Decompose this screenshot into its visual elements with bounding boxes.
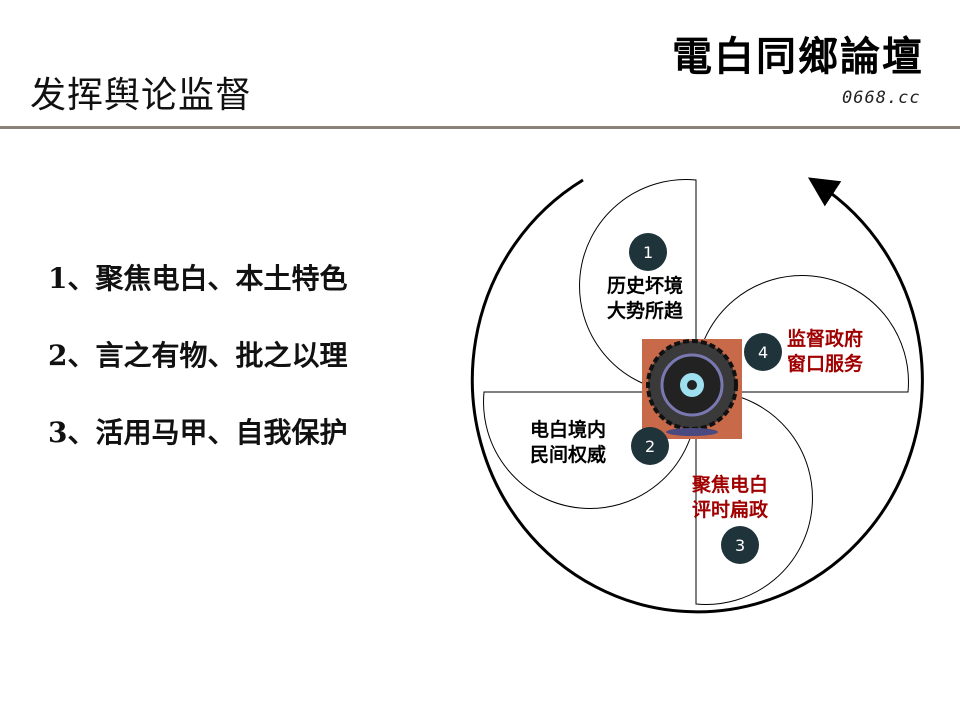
blade-2-label: 电白境内 民间权威 [530,418,606,468]
logo-url: 0668.cc [842,88,921,108]
point-1: 1、聚焦电白、本土特色 [48,262,348,295]
badge-2-number: 2 [645,437,656,456]
header-divider [0,126,960,129]
slide-title: 发挥舆论监督 [30,75,253,116]
blade-4-line-1: 监督政府 [787,328,864,350]
center-wheel-image [642,339,742,439]
point-3: 3、活用马甲、自我保护 [48,416,348,449]
blade-3-line-1: 聚焦电白 [692,474,769,496]
point-2: 2、言之有物、批之以理 [48,339,348,372]
badge-1 [629,233,667,271]
logo-text: 電白同鄉論壇 [672,33,924,80]
blade-2-line-2: 民间权威 [530,444,607,466]
badge-1-number: 1 [643,243,654,262]
blade-2-line-1: 电白境内 [530,419,607,441]
blade-3-line-2: 评时扁政 [692,499,769,521]
cycle-arrow [470,177,924,614]
blade-4-label: 监督政府 窗口服务 [787,327,863,377]
badge-3 [721,526,759,564]
blade-4-line-2: 窗口服务 [787,353,864,375]
blade-1-line-1: 历史坏境 [607,275,684,297]
badge-2 [631,427,669,465]
badge-4-number: 4 [758,343,769,362]
blade-3-label: 聚焦电白 评时扁政 [692,473,768,523]
blade-1-line-2: 大势所趋 [607,300,684,322]
blade-1-label: 历史坏境 大势所趋 [607,274,683,324]
badge-3-number: 3 [735,536,746,555]
badge-4 [744,333,782,371]
blade-1 [579,179,697,393]
